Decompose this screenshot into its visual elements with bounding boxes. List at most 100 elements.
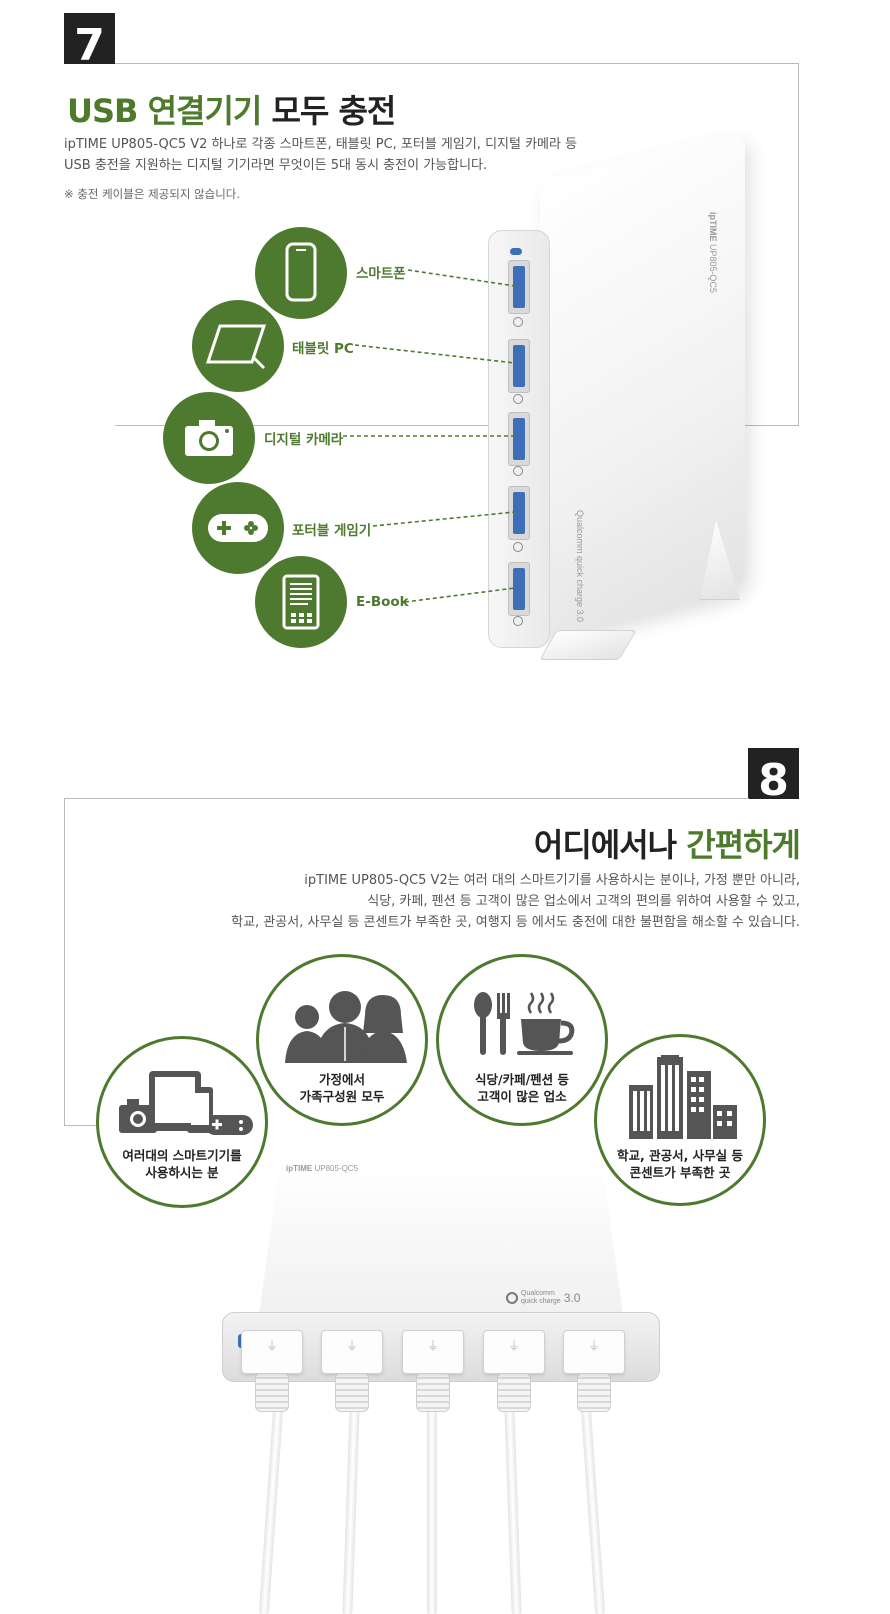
section-8-frame xyxy=(64,798,749,1126)
qc-logo: Qualcomm quick charge 3.0 xyxy=(506,1290,580,1306)
qc-version: 3.0 xyxy=(563,1291,581,1305)
qc-port-icon xyxy=(513,542,523,552)
qc-port-icon xyxy=(513,466,523,476)
usb-port xyxy=(508,412,530,466)
connector-lines xyxy=(343,269,516,603)
qc-brand: Qualcomm xyxy=(521,1290,555,1297)
usb-symbol-icon: ⏚ xyxy=(346,1339,359,1353)
qc-sub: quick charge xyxy=(521,1298,561,1305)
flat-brand-name: ipTIME xyxy=(286,1164,313,1173)
cable xyxy=(504,1405,522,1614)
cable xyxy=(580,1405,606,1614)
qc-port-icon xyxy=(513,394,523,404)
use-caption: 식당/카페/펜션 등 고객이 많은 업소 xyxy=(439,1071,605,1105)
use-family-circle: 가정에서 가족구성원 모두 xyxy=(256,954,428,1126)
section-7-title-dark: 모두 충전 xyxy=(271,92,396,130)
camera-circle xyxy=(163,392,255,484)
qc-port-icon xyxy=(513,317,523,327)
tablet-circle xyxy=(192,300,284,392)
cable xyxy=(258,1405,284,1614)
usb-symbol-icon: ⏚ xyxy=(266,1339,279,1353)
gamepad-circle xyxy=(192,482,284,574)
use-cafe-circle: 식당/카페/펜션 등 고객이 많은 업소 xyxy=(436,954,608,1126)
power-led xyxy=(510,248,522,255)
section-8-desc-line: 식당, 카페, 펜션 등 고객이 많은 업소에서 고객의 편의를 위하여 사용할… xyxy=(367,894,800,909)
qc-logo-text: Qualcomm quick charge xyxy=(521,1290,561,1306)
flat-charger-brand: ipTIME UP805-QC5 xyxy=(286,1164,358,1173)
flat-model-name: UP805-QC5 xyxy=(314,1164,359,1173)
section-7-title: USB 연결기기 모두 충전 xyxy=(67,86,396,132)
use-caption: 학교, 관공서, 사무실 등 콘센트가 부족한 곳 xyxy=(597,1147,763,1181)
connector-line xyxy=(407,269,516,287)
use-caption-line: 식당/카페/펜션 등 xyxy=(475,1072,569,1087)
section-8-number: 8 xyxy=(748,748,799,799)
plug-neck xyxy=(335,1372,369,1412)
connector-line xyxy=(404,587,516,603)
section-7-frame xyxy=(115,63,799,426)
qc-logo-icon xyxy=(506,1292,518,1304)
use-caption-line: 콘센트가 부족한 곳 xyxy=(629,1165,731,1180)
plug-neck xyxy=(255,1372,289,1412)
usb-port xyxy=(508,486,530,540)
usb-symbol-icon: ⏚ xyxy=(508,1339,521,1353)
device-label-tablet: 태블릿 PC xyxy=(292,341,354,357)
devices-icon xyxy=(119,1071,253,1135)
usb-plug: ⏚ xyxy=(321,1330,383,1374)
section-8-title-green: 간편하게 xyxy=(686,826,801,864)
cable xyxy=(427,1406,437,1614)
use-caption-line: 여러대의 스마트기기를 xyxy=(122,1148,242,1163)
section-7-desc-line: USB 충전을 지원하는 디지털 기기라면 무엇이든 5대 동시 충전이 가능합… xyxy=(64,158,488,173)
use-caption-line: 가족구성원 모두 xyxy=(299,1089,385,1104)
camera-icon xyxy=(185,420,233,456)
use-caption-line: 학교, 관공서, 사무실 등 xyxy=(616,1148,744,1163)
section-8-description: ipTIME UP805-QC5 V2는 여러 대의 스마트기기를 사용하시는 … xyxy=(60,870,800,933)
plug-neck xyxy=(416,1372,450,1412)
cafe-icon xyxy=(474,992,575,1055)
usb-symbol-icon: ⏚ xyxy=(427,1339,440,1353)
ebook-icon xyxy=(282,574,320,630)
usb-plug: ⏚ xyxy=(483,1330,545,1374)
buildings-icon xyxy=(629,1055,737,1139)
section-8-desc-line: ipTIME UP805-QC5 V2는 여러 대의 스마트기기를 사용하시는 … xyxy=(304,873,800,888)
cable xyxy=(342,1405,360,1614)
use-multi-device-circle: 여러대의 스마트기기를 사용하시는 분 xyxy=(96,1036,268,1208)
section-7-desc-line: ipTIME UP805-QC5 V2 하나로 각종 스마트폰, 태블릿 PC,… xyxy=(64,137,578,152)
usb-plug: ⏚ xyxy=(402,1330,464,1374)
usb-plug: ⏚ xyxy=(241,1330,303,1374)
section-8-desc-line: 학교, 관공서, 사무실 등 콘센트가 부족한 곳, 여행지 등 에서도 충전에… xyxy=(231,915,800,930)
use-caption: 여러대의 스마트기기를 사용하시는 분 xyxy=(99,1147,265,1181)
family-icon xyxy=(285,991,407,1063)
usb-plug: ⏚ xyxy=(563,1330,625,1374)
connector-line xyxy=(354,344,516,364)
use-caption: 가정에서 가족구성원 모두 xyxy=(259,1071,425,1105)
section-8-title: 어디에서나 간편하게 xyxy=(533,820,801,866)
flat-charger-top xyxy=(258,1162,624,1322)
section-7-note: ※ 충전 케이블은 제공되지 않습니다. xyxy=(64,187,241,201)
ebook-circle xyxy=(255,556,347,648)
smartphone-icon xyxy=(285,242,317,302)
usb-port xyxy=(508,260,530,314)
plug-neck xyxy=(497,1372,531,1412)
section-8-title-dark: 어디에서나 xyxy=(533,826,677,864)
section-7-number: 7 xyxy=(64,13,115,64)
section-7-title-green: USB 연결기기 xyxy=(67,92,262,130)
device-label-ebook: E-Book xyxy=(356,594,409,610)
usb-port xyxy=(508,562,530,616)
device-label-smartphone: 스마트폰 xyxy=(356,266,406,282)
section-8-frame-bottom xyxy=(64,1125,98,1126)
plug-neck xyxy=(577,1372,611,1412)
use-caption-line: 가정에서 xyxy=(318,1072,365,1087)
section-7-description: ipTIME UP805-QC5 V2 하나로 각종 스마트폰, 태블릿 PC,… xyxy=(64,134,764,176)
usb-symbol-icon: ⏚ xyxy=(588,1339,601,1353)
smartphone-circle xyxy=(255,227,347,319)
gamepad-icon xyxy=(208,514,268,542)
connector-line xyxy=(372,511,516,527)
usb-port xyxy=(508,339,530,393)
use-office-circle: 학교, 관공서, 사무실 등 콘센트가 부족한 곳 xyxy=(594,1034,766,1206)
use-caption-line: 고객이 많은 업소 xyxy=(477,1089,567,1104)
use-caption-line: 사용하시는 분 xyxy=(145,1165,219,1180)
device-label-gamepad: 포터블 게임기 xyxy=(292,523,372,539)
qc-port-icon xyxy=(513,616,523,626)
tablet-icon xyxy=(206,324,267,370)
device-label-camera: 디지털 카메라 xyxy=(264,432,344,448)
